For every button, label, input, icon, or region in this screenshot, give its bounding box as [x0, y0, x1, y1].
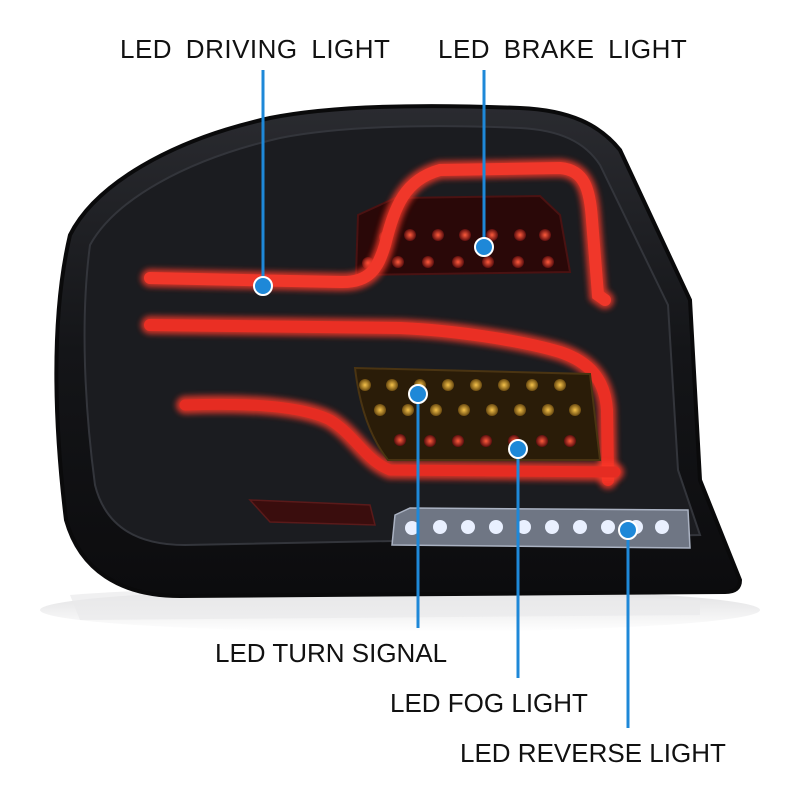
lower-reflector — [248, 499, 376, 526]
turn-led-row-2 — [374, 404, 581, 416]
label-brake-light: LED BRAKE LIGHT — [438, 34, 688, 64]
label-fog-light: LED FOG LIGHT — [390, 688, 588, 718]
turn-fog-cluster — [353, 366, 602, 461]
label-driving-light: LED DRIVING LIGHT — [120, 34, 391, 64]
turn-led-row-1 — [359, 379, 566, 391]
reverse-led-strip — [391, 507, 691, 549]
callout-dots — [253, 237, 638, 540]
callout-dot-reverse — [618, 520, 638, 540]
label-reverse-light: LED REVERSE LIGHT — [460, 738, 726, 768]
label-turn-signal: LED TURN SIGNAL — [215, 638, 448, 668]
callout-dot-brake — [474, 237, 494, 257]
callout-dot-fog — [508, 439, 528, 459]
callout-dot-driving — [253, 276, 273, 296]
callout-dot-turn — [408, 384, 428, 404]
fog-led-row — [394, 434, 576, 447]
callout-lines — [261, 70, 630, 728]
driving-light-strips — [141, 158, 624, 489]
